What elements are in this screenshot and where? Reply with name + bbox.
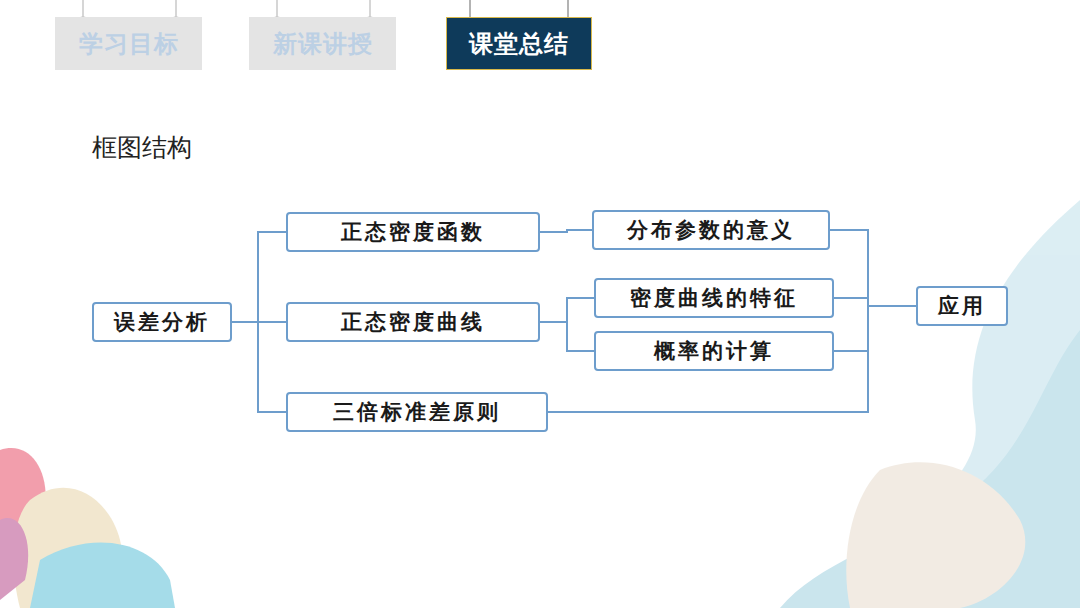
heading: 框图结构 bbox=[92, 131, 192, 164]
topic-box: 正态密度曲线 bbox=[286, 302, 540, 342]
connector bbox=[540, 298, 594, 322]
node-label: 概率的计算 bbox=[654, 337, 774, 365]
connector bbox=[540, 230, 592, 232]
connector bbox=[232, 232, 286, 322]
tab-button: 学习目标 bbox=[55, 17, 202, 70]
result-box: 应用 bbox=[916, 286, 1008, 326]
tab-button: 新课讲授 bbox=[249, 17, 396, 70]
node-label: 新课讲授 bbox=[273, 28, 373, 60]
root-box: 误差分析 bbox=[92, 302, 232, 342]
connector bbox=[540, 322, 594, 351]
node-label: 分布参数的意义 bbox=[627, 216, 795, 244]
node-label: 三倍标准差原则 bbox=[333, 398, 501, 426]
topic-box: 正态密度函数 bbox=[286, 212, 540, 252]
connector bbox=[548, 306, 916, 412]
active-tab-hangers bbox=[470, 0, 568, 17]
connector bbox=[834, 298, 916, 306]
node-label: 密度曲线的特征 bbox=[630, 284, 798, 312]
connector bbox=[232, 322, 286, 412]
node-label: 正态密度曲线 bbox=[341, 308, 485, 336]
node-label: 正态密度函数 bbox=[341, 218, 485, 246]
connector bbox=[834, 306, 916, 351]
node-label: 应用 bbox=[938, 292, 986, 320]
node-label: 学习目标 bbox=[79, 28, 179, 60]
watercolor bbox=[0, 200, 1080, 608]
subtopic-box: 概率的计算 bbox=[594, 331, 834, 371]
subtopic-box: 分布参数的意义 bbox=[592, 210, 830, 250]
node-label: 课堂总结 bbox=[469, 28, 569, 60]
topic-box: 三倍标准差原则 bbox=[286, 392, 548, 432]
node-label: 误差分析 bbox=[114, 308, 210, 336]
connector bbox=[830, 230, 916, 306]
subtopic-box: 密度曲线的特征 bbox=[594, 278, 834, 318]
tab-button-active: 课堂总结 bbox=[446, 17, 592, 70]
